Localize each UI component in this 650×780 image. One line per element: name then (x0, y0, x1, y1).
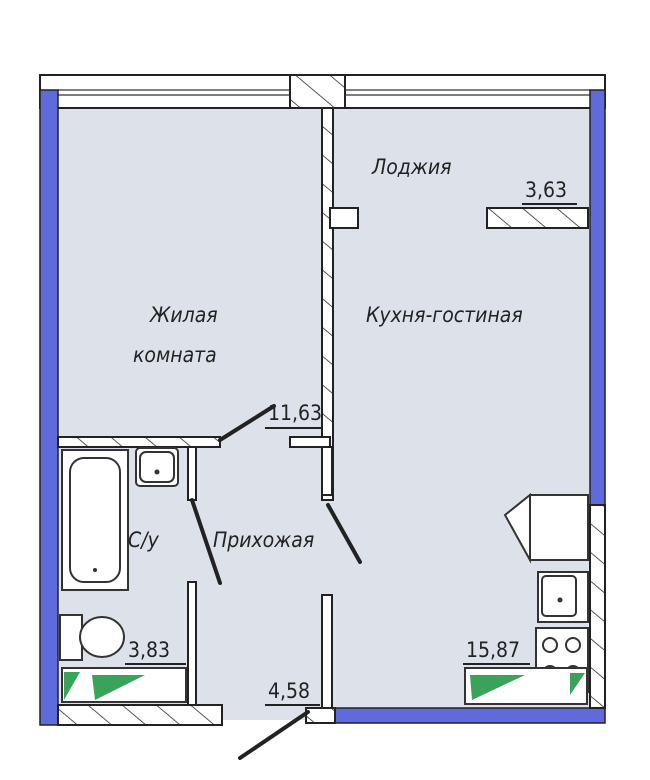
loggia-area: 3,63 (525, 178, 567, 202)
bedroom-area: 11,63 (268, 401, 322, 425)
kitchen-sink-icon (537, 571, 589, 623)
bedroom-label-line1: Жилая (149, 303, 218, 327)
washbasin-icon (135, 447, 179, 487)
bathroom-area: 3,83 (128, 638, 170, 662)
interior-walls (57, 107, 589, 726)
bathroom-label: С/у (128, 528, 160, 552)
bedroom-label-line2: комната (133, 343, 217, 367)
fridge-icon (503, 492, 589, 564)
door-kitchen (326, 503, 362, 564)
exterior-wall-right (589, 89, 606, 506)
door-bedroom (218, 404, 276, 442)
window-strip (39, 74, 606, 109)
loggia-label: Лоджия (371, 155, 452, 179)
door-bathroom (190, 498, 222, 585)
kitchen-living-label: Кухня-гостиная (366, 303, 523, 327)
hallway-label: Прихожая (213, 528, 314, 552)
exterior-wall-bottom (334, 707, 606, 724)
radiator-bathroom (61, 667, 187, 703)
radiator-kitchen (464, 667, 588, 705)
toilet-icon (59, 614, 125, 661)
hallway-area: 4,58 (268, 679, 310, 703)
kitchen-living-area: 15,87 (466, 638, 520, 662)
door-entrance (238, 710, 310, 760)
bathtub-icon (61, 449, 129, 591)
exterior-wall-left (39, 89, 59, 726)
wall-right-lower (589, 504, 606, 709)
